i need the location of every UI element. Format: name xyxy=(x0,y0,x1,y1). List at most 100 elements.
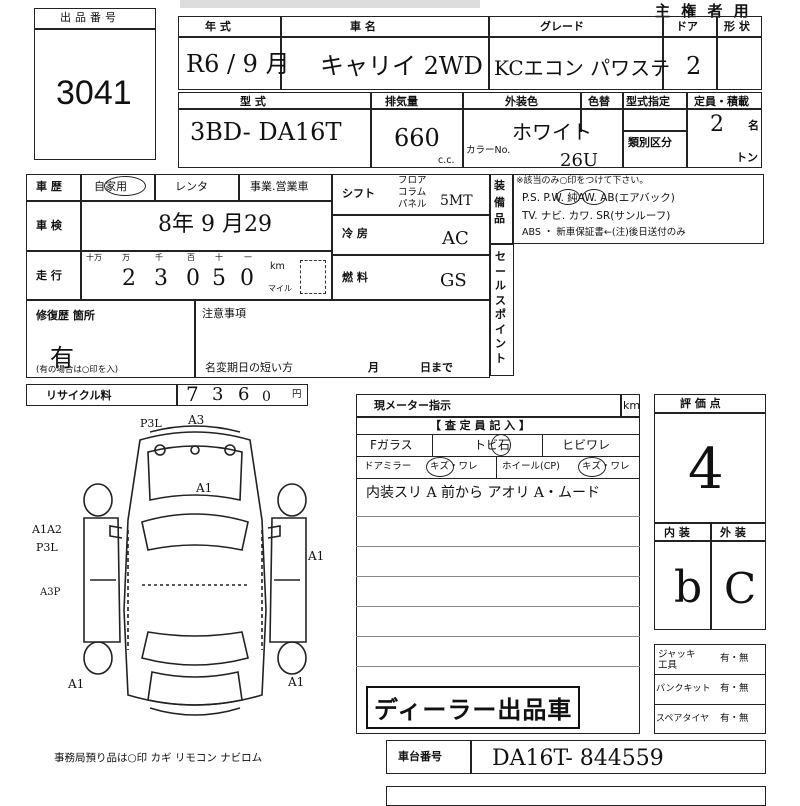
owner-copy-title: 主 権 者 用 xyxy=(655,2,752,20)
shift-ac-fuel-box xyxy=(332,174,490,300)
history-label: 車 歴 xyxy=(36,180,62,193)
recycle-div xyxy=(176,384,178,406)
type-spec-label: 型式指定 xyxy=(626,95,670,108)
chassis-div xyxy=(470,740,472,774)
meter-unit-div xyxy=(620,394,622,416)
capacity-value: 2 xyxy=(710,112,724,137)
repair-history-label: 修復歴 箇所 xyxy=(36,309,95,322)
people-unit: 名 xyxy=(748,119,759,132)
ton-unit: トン xyxy=(736,151,758,164)
mileage-digit-3: 0 xyxy=(186,266,200,291)
mileage-unit-10k: 万 xyxy=(122,253,130,262)
color-no-label: カラーNo. xyxy=(466,145,511,156)
hibiware-label: ヒビワレ xyxy=(562,438,611,452)
ext-color-label: 外装色 xyxy=(505,95,538,108)
interior-label: 内 装 xyxy=(664,526,690,539)
cc-label: c.c. xyxy=(438,155,455,166)
score-label: 評 価 点 xyxy=(680,397,721,410)
year-label: 年 式 xyxy=(205,20,231,33)
row1-div3 xyxy=(662,16,664,90)
history-line xyxy=(26,200,332,202)
bottom-partial-box xyxy=(386,786,766,806)
label-col-line xyxy=(80,174,82,300)
equip-check-line1 xyxy=(654,674,766,675)
name-change-month: 月 xyxy=(368,361,379,374)
diagram-mark-left-panel: P3L xyxy=(36,541,58,554)
displacement-value: 660 xyxy=(394,124,440,152)
equipment-line3: ABS ・ 新車保証書←(注)後日送付のみ xyxy=(522,227,686,238)
recycle-yen: 円 xyxy=(292,389,302,400)
history-option-rental: レンタ xyxy=(175,180,208,193)
recycle-digit-1: 7 xyxy=(186,382,199,406)
mileage-digit-4: 5 xyxy=(212,266,226,291)
door-mirror-circle xyxy=(426,457,454,477)
ac-line xyxy=(332,254,490,256)
history-option-business: 事業.営業車 xyxy=(250,180,309,193)
row2-div1 xyxy=(370,92,372,168)
mileage-digit-1: 2 xyxy=(122,266,136,291)
year-value: R6 / 9 月 xyxy=(186,50,290,78)
header-faint-title xyxy=(180,0,480,8)
row2-div5 xyxy=(686,92,688,168)
name-change-day: 日まで xyxy=(420,361,453,374)
interior-value: b xyxy=(674,562,703,613)
ruled-1 xyxy=(356,516,640,517)
meter-unit: km xyxy=(623,399,641,412)
score-sub-div xyxy=(710,522,712,630)
mileage-unit-100k: 十万 xyxy=(86,253,102,262)
grade-label: グレード xyxy=(540,20,584,33)
equipment-note: ※該当のみ○印をつけて下さい。 xyxy=(516,176,649,186)
model-label: 型 式 xyxy=(240,95,266,108)
inspector-header: 【 査 定 員 記 入 】 xyxy=(430,419,530,432)
wheel-circle xyxy=(578,457,606,477)
row1-box xyxy=(178,16,762,90)
history-circle-mark xyxy=(104,176,146,196)
diagram-mark-rear-right: A1 xyxy=(288,675,305,689)
ruled-5 xyxy=(356,636,640,637)
diagram-mark-front-left: P3L xyxy=(140,417,162,430)
shift-option-panel: パネル xyxy=(398,199,427,210)
equipment-box xyxy=(490,174,764,244)
office-items-note: 事務局預り品は○印 カギ リモコン ナビロム xyxy=(54,752,263,764)
mile-checkbox xyxy=(300,260,326,294)
fuel-value: GS xyxy=(440,270,467,291)
diagram-mark-front-right: A3 xyxy=(188,413,205,427)
row1-header-line xyxy=(178,36,762,38)
equipment-label: 装備品 xyxy=(494,179,505,225)
row2-div3 xyxy=(580,92,582,132)
diagram-mark-left-rear: A3P xyxy=(40,587,61,598)
door-label: ドア xyxy=(676,20,698,33)
ac-value: AC xyxy=(442,228,469,249)
mileage-unit-1: 一 xyxy=(244,253,252,262)
meter-label: 現メーター指示 xyxy=(374,399,451,412)
recycle-digit-3: 6 xyxy=(238,384,250,405)
exterior-label: 外 装 xyxy=(720,526,746,539)
jack-yesno: 有・無 xyxy=(720,653,749,664)
inspector-row2-top xyxy=(356,456,640,457)
name-change-label: 名変期日の短い方 xyxy=(205,361,293,374)
main-left-box xyxy=(26,174,332,300)
sales-point-box xyxy=(490,244,514,376)
grade-value: KCエコン パワステ xyxy=(494,56,671,80)
ruled-6 xyxy=(356,666,640,667)
mileage-unit-10: 十 xyxy=(215,253,223,262)
shift-option-floor: フロア xyxy=(398,175,427,186)
equip-check-line2 xyxy=(654,704,766,705)
car-name-label: 車 名 xyxy=(350,20,376,33)
equipment-label-col xyxy=(512,174,514,244)
spare-yesno: 有・無 xyxy=(720,713,749,724)
wheel-label: ホイール(CP) xyxy=(502,461,560,472)
inspector-row1-div1 xyxy=(432,434,433,456)
car-diagram xyxy=(83,425,307,716)
ruled-4 xyxy=(356,606,640,607)
equipment-line2: TV. ナビ. カワ. SR(サンルーフ) xyxy=(522,210,671,222)
row2-header-line xyxy=(178,108,762,110)
chassis-value: DA16T- 844559 xyxy=(492,746,664,771)
diagram-mark-left-front: A1A2 xyxy=(32,523,62,536)
row1-div1 xyxy=(280,16,282,90)
door-mirror-label: ドアミラー xyxy=(364,461,412,472)
inspector-row1-div2 xyxy=(542,434,543,456)
mileage-digit-2: 3 xyxy=(154,266,168,291)
spare-tire-label: スペアタイヤ xyxy=(656,714,710,724)
score-header-line xyxy=(654,412,766,414)
